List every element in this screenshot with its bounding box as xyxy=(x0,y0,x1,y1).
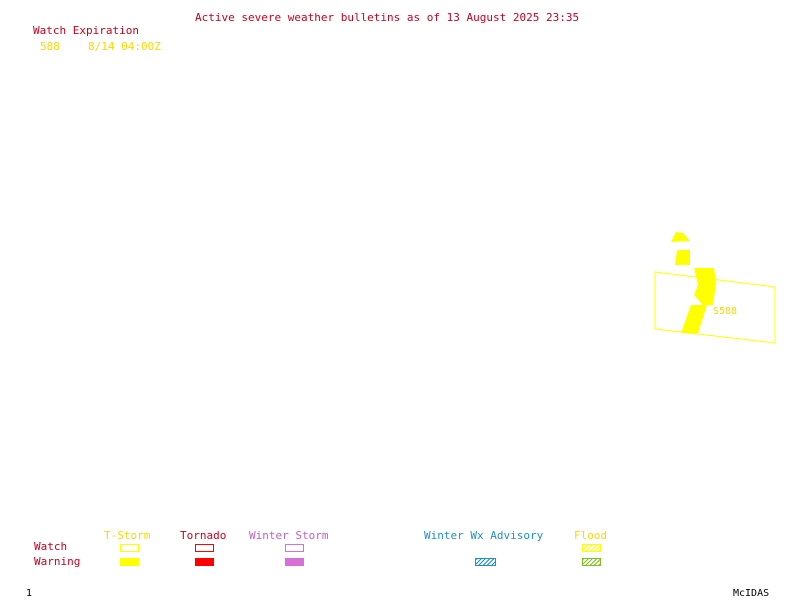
tornado-watch-swatch xyxy=(195,544,214,552)
legend-tstorm-label: T-Storm xyxy=(104,529,151,542)
flood-watch-swatch xyxy=(582,544,601,552)
flood-warning-swatch xyxy=(582,558,601,566)
bulletin-title: Active severe weather bulletins as of 13… xyxy=(195,11,580,24)
frame-number: 1 xyxy=(26,588,33,599)
legend-warning-row-label: Warning xyxy=(34,555,81,568)
tstorm-watch-swatch xyxy=(120,544,139,552)
watch-expiration-title: Watch Expiration xyxy=(33,24,139,37)
winter-advisory-swatch xyxy=(475,558,496,566)
watch-expiration-row: 588 8/14 04:00Z xyxy=(40,40,161,53)
tstorm-warning-swatch xyxy=(120,558,139,566)
tstorm-warning-polygon xyxy=(681,305,707,333)
legend-winter-advisory-label: Winter Wx Advisory xyxy=(424,529,544,542)
tstorm-warning-polygon xyxy=(694,268,716,305)
winter-storm-watch-swatch xyxy=(285,544,304,552)
mcidas-brand: McIDAS xyxy=(733,588,770,599)
watch-box-outline xyxy=(654,271,776,344)
tornado-warning-swatch xyxy=(195,558,214,566)
legend-flood-label: Flood xyxy=(574,529,608,542)
watch-expires: 8/14 04:00Z xyxy=(88,40,161,53)
tstorm-warning-polygon xyxy=(675,250,690,265)
watch-number: 588 xyxy=(40,40,60,53)
tstorm-warning-polygon xyxy=(671,232,690,242)
watch-label: S588 xyxy=(713,306,737,317)
legend-winter-storm-label: Winter Storm xyxy=(249,529,329,542)
winter-storm-warning-swatch xyxy=(285,558,304,566)
legend-tornado-label: Tornado xyxy=(180,529,227,542)
legend-watch-row-label: Watch xyxy=(34,540,68,553)
